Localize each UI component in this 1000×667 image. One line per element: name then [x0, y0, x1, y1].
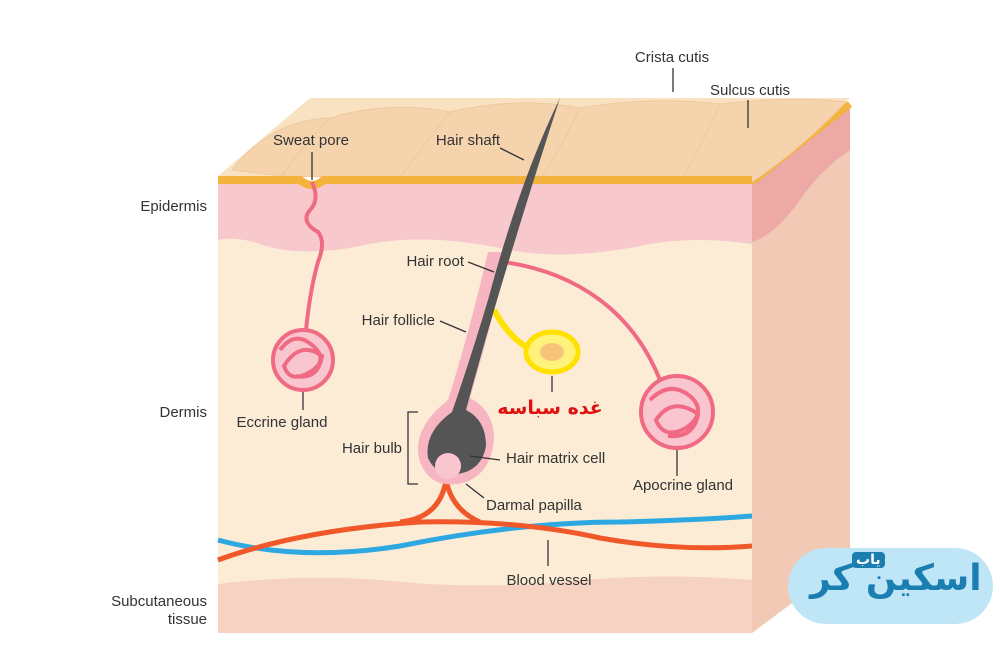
apocrine-gland-coil	[639, 374, 715, 450]
label-darmal-papilla: Darmal papilla	[486, 497, 583, 514]
watermark-logo: اسکین کر یاب	[788, 548, 993, 624]
label-sulcus-cutis: Sulcus cutis	[710, 82, 790, 99]
label-eccrine-gland: Eccrine gland	[237, 414, 328, 431]
label-hair-shaft: Hair shaft	[436, 132, 501, 149]
skin-block-side	[752, 104, 850, 633]
crista-ridges	[231, 98, 848, 183]
vein	[217, 513, 753, 556]
sebaceous-center	[540, 343, 564, 361]
epidermis-side	[752, 104, 850, 242]
label-hair-follicle: Hair follicle	[362, 312, 435, 329]
eccrine-duct	[304, 181, 324, 331]
label-hair-bulb: Hair bulb	[342, 440, 402, 457]
leader-lines	[302, 68, 749, 566]
dermal-papilla	[435, 453, 461, 479]
apocrine-duct	[503, 260, 662, 381]
eccrine-gland-coil	[271, 328, 335, 392]
label-sebaceous-gland: غده سباسه	[497, 397, 603, 419]
label-hair-matrix-cell: Hair matrix cell	[506, 450, 605, 467]
label-hair-root: Hair root	[406, 253, 464, 270]
hair-shaft	[427, 98, 560, 475]
label-epidermis: Epidermis	[140, 198, 207, 215]
label-dermis: Dermis	[160, 404, 208, 421]
label-blood-vessel: Blood vessel	[506, 572, 591, 589]
watermark-badge: یاب	[852, 552, 885, 568]
hair-bulb-bracket	[407, 411, 418, 485]
label-crista-cutis: Crista cutis	[635, 49, 709, 66]
label-tissue: tissue	[168, 611, 207, 628]
watermark-text: اسکین کر	[810, 558, 982, 599]
epidermis-layer	[218, 182, 752, 255]
artery	[217, 519, 753, 563]
subcutaneous-layer	[218, 576, 752, 633]
label-apocrine-gland: Apocrine gland	[633, 477, 733, 494]
label-sweat-pore: Sweat pore	[273, 132, 349, 149]
label-subcutaneous: Subcutaneous	[111, 593, 207, 610]
